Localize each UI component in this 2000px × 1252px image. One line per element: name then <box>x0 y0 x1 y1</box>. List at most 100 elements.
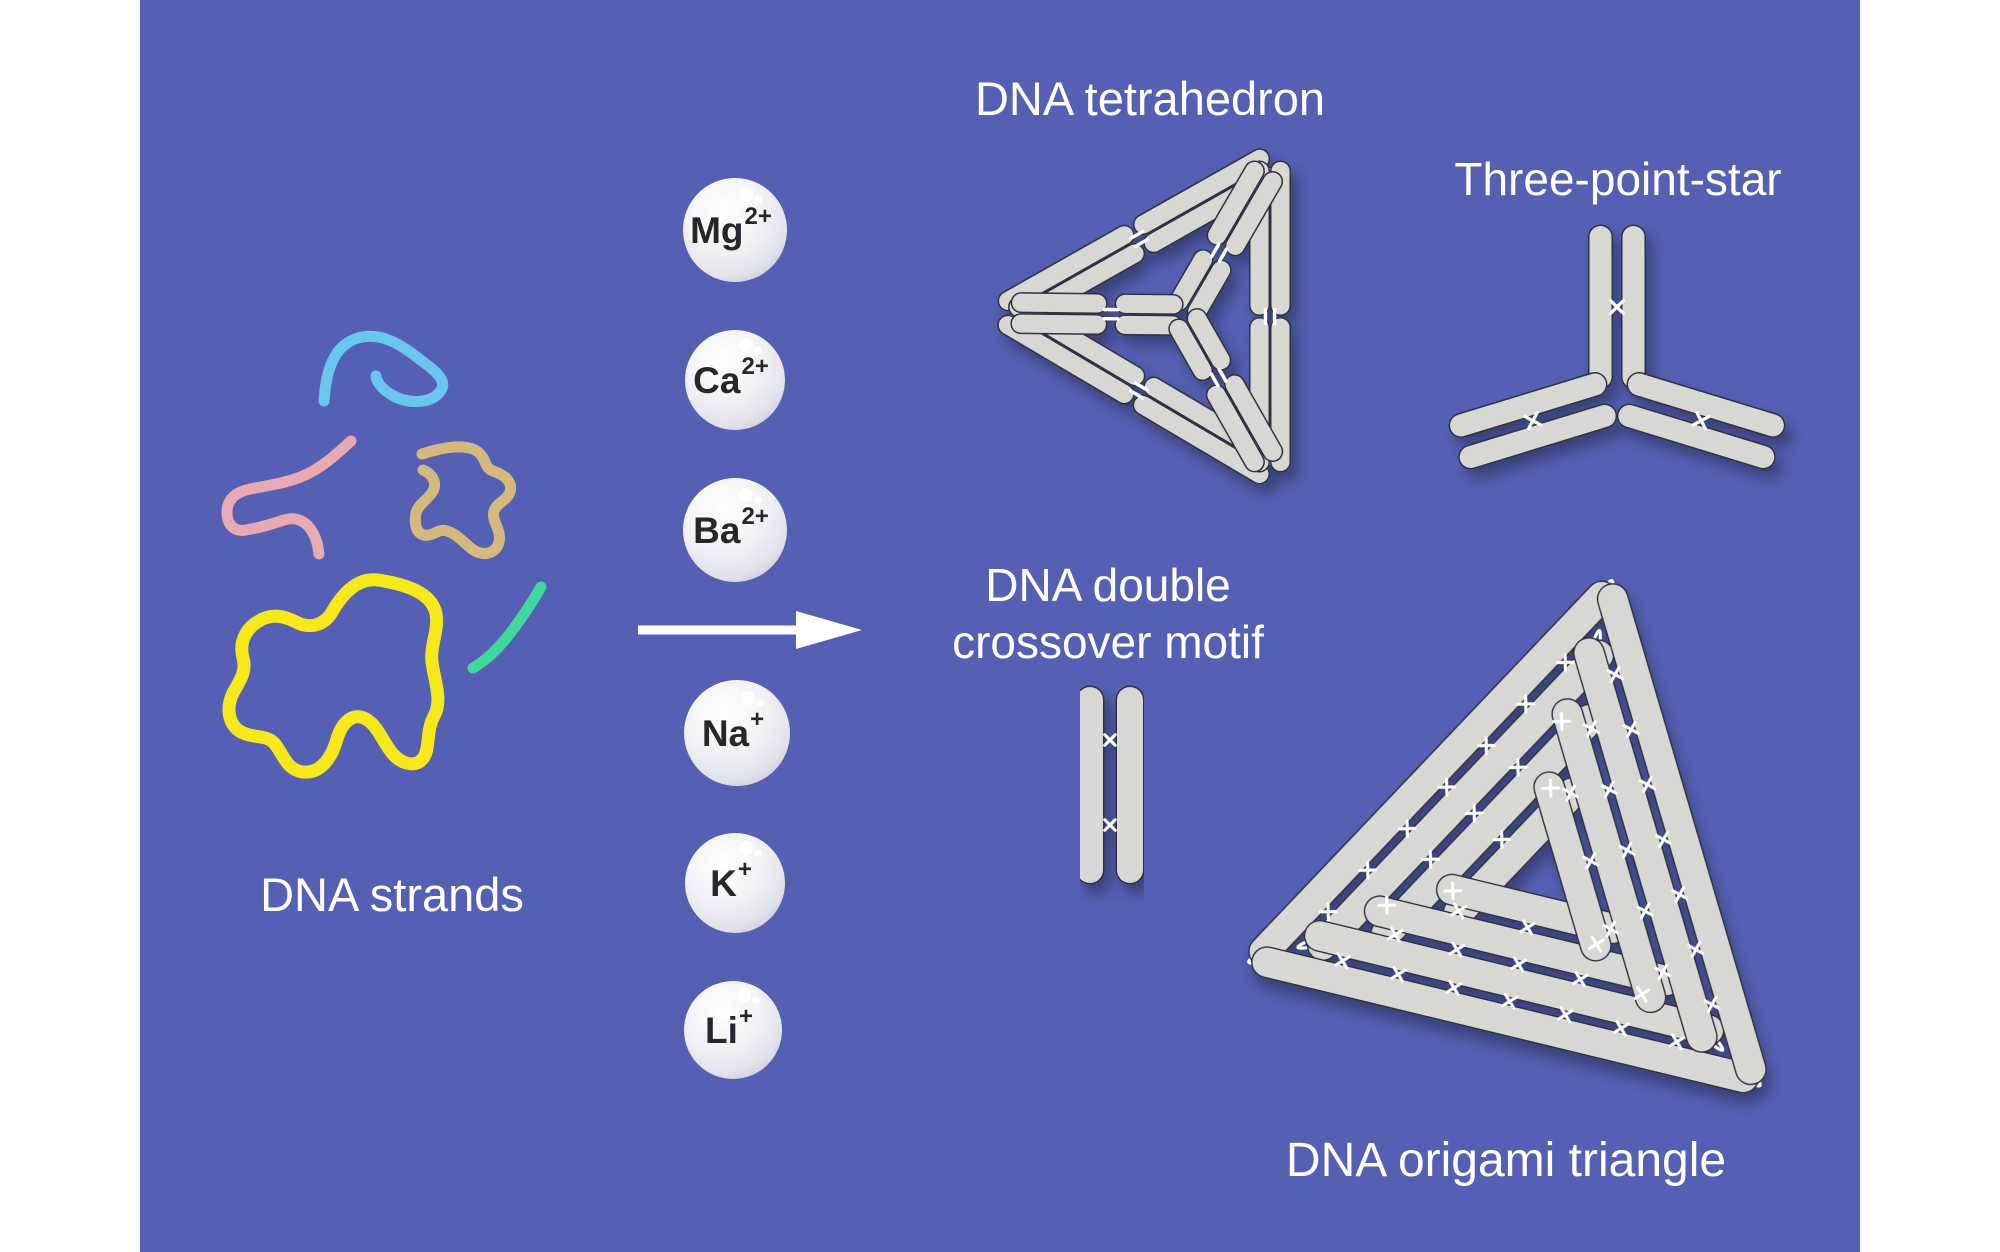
crossover-mark <box>1582 855 1600 867</box>
crossover-mark <box>1527 411 1539 431</box>
crossover-mark <box>1588 938 1605 950</box>
sphere-highlight-icon <box>754 196 762 204</box>
ion-sphere-body <box>684 680 790 786</box>
ion-sphere-body <box>684 981 782 1079</box>
crossover-mark <box>1606 669 1624 680</box>
crossover-mark <box>1519 921 1536 934</box>
crossover-mark <box>1326 902 1330 922</box>
tetrahedron-label: DNA tetrahedron <box>975 72 1325 125</box>
crossover-mark <box>1510 958 1527 971</box>
nick-connector <box>1217 247 1229 263</box>
origami-label: DNA origami triangle <box>1286 1134 1726 1187</box>
nick-connector <box>1128 389 1145 400</box>
crossover-mark <box>1609 299 1625 315</box>
crossover-mark <box>1524 694 1528 714</box>
rod <box>1574 638 1717 1052</box>
rod <box>1618 405 1775 468</box>
rod <box>1308 640 1613 960</box>
rod <box>1115 315 1182 335</box>
dxo-label-line1: DNA double <box>985 559 1231 611</box>
rod <box>1116 294 1183 314</box>
rod <box>1207 385 1264 471</box>
rod <box>1450 373 1606 437</box>
crossover-mark <box>1448 943 1466 956</box>
sphere-highlight-icon <box>739 338 753 352</box>
crossover-mark <box>1563 652 1567 672</box>
crossover-mark <box>1602 923 1620 935</box>
strand-blue-icon <box>318 330 449 407</box>
rod <box>1011 314 1106 334</box>
strand-tan-icon <box>409 441 517 559</box>
rod <box>999 226 1134 310</box>
sphere-highlight-icon <box>754 496 762 504</box>
crossover-mark <box>1445 982 1463 994</box>
crossover-mark <box>1389 968 1407 981</box>
crossover-mark <box>1103 733 1117 747</box>
rod <box>1305 921 1724 1045</box>
crossover-mark <box>1703 999 1721 1010</box>
crossover-mark <box>1671 889 1689 900</box>
crossover-mark <box>1405 819 1409 839</box>
crossover-mark <box>1633 988 1651 1000</box>
rod <box>1534 772 1611 961</box>
rod <box>1598 584 1766 1084</box>
crossover-mark <box>1668 1036 1686 1048</box>
rod <box>1226 172 1282 255</box>
three-point-star-figure <box>1448 224 1786 470</box>
crossover-mark <box>1582 723 1600 734</box>
nick-connector <box>1209 242 1221 259</box>
double-crossover-figure <box>1075 685 1145 885</box>
crossover-mark <box>1500 830 1504 850</box>
sphere-highlight-icon <box>739 188 753 202</box>
crossover-mark <box>1484 736 1488 756</box>
rod <box>1459 405 1616 468</box>
rod <box>1249 581 1617 966</box>
strand-yellow-icon <box>222 573 445 779</box>
sphere-highlight-icon <box>741 691 755 705</box>
ion-sphere: Mg2+ <box>683 178 787 282</box>
rod <box>1169 250 1213 311</box>
crossover-mark <box>1562 787 1580 799</box>
sphere-highlight-icon <box>737 988 751 1002</box>
ion-sphere-body <box>683 178 787 282</box>
sphere-highlight-icon <box>752 996 760 1004</box>
crossover-mark <box>1687 944 1705 955</box>
rod <box>1188 261 1231 321</box>
dna-strands-figure <box>221 330 547 779</box>
strand-pink-icon <box>221 435 357 560</box>
star-label: Three-point-star <box>1454 153 1781 205</box>
crossover-mark <box>1691 414 1711 427</box>
rod <box>1012 293 1107 313</box>
ion-sphere-body <box>683 478 787 582</box>
sphere-highlight-icon <box>739 488 753 502</box>
ion-label: Ca2+ <box>693 353 769 401</box>
crossover-mark <box>1386 928 1404 941</box>
crossover-mark <box>1612 1022 1630 1035</box>
rod <box>998 316 1134 403</box>
ion-sphere: K+ <box>685 833 785 933</box>
crossover-mark <box>1655 834 1673 845</box>
nick-connector <box>1217 367 1228 384</box>
ion-label: Ba2+ <box>693 503 769 551</box>
sphere-highlight-icon <box>754 849 762 857</box>
rod <box>1134 396 1269 483</box>
crossover-mark <box>1559 711 1564 731</box>
dna-origami-triangle-figure <box>1247 578 1767 1094</box>
crossover-mark <box>1385 895 1389 915</box>
dxo-label-line2: crossover motif <box>952 616 1264 668</box>
ion-sphere: Na+ <box>684 680 790 786</box>
rod <box>1552 699 1665 1012</box>
nick-connector <box>1133 237 1150 249</box>
crossover-mark <box>1334 955 1351 967</box>
ion-label: K+ <box>710 856 752 904</box>
strand-green-icon <box>467 581 547 674</box>
ion-label: Li+ <box>705 1003 753 1051</box>
rod <box>1134 149 1269 234</box>
crossover-mark <box>1548 778 1553 798</box>
crossover-mark <box>1600 784 1618 795</box>
crossover-mark <box>1445 777 1449 797</box>
crossover-mark <box>1450 905 1467 917</box>
rod <box>1188 309 1230 370</box>
crossover-mark <box>1451 881 1455 901</box>
